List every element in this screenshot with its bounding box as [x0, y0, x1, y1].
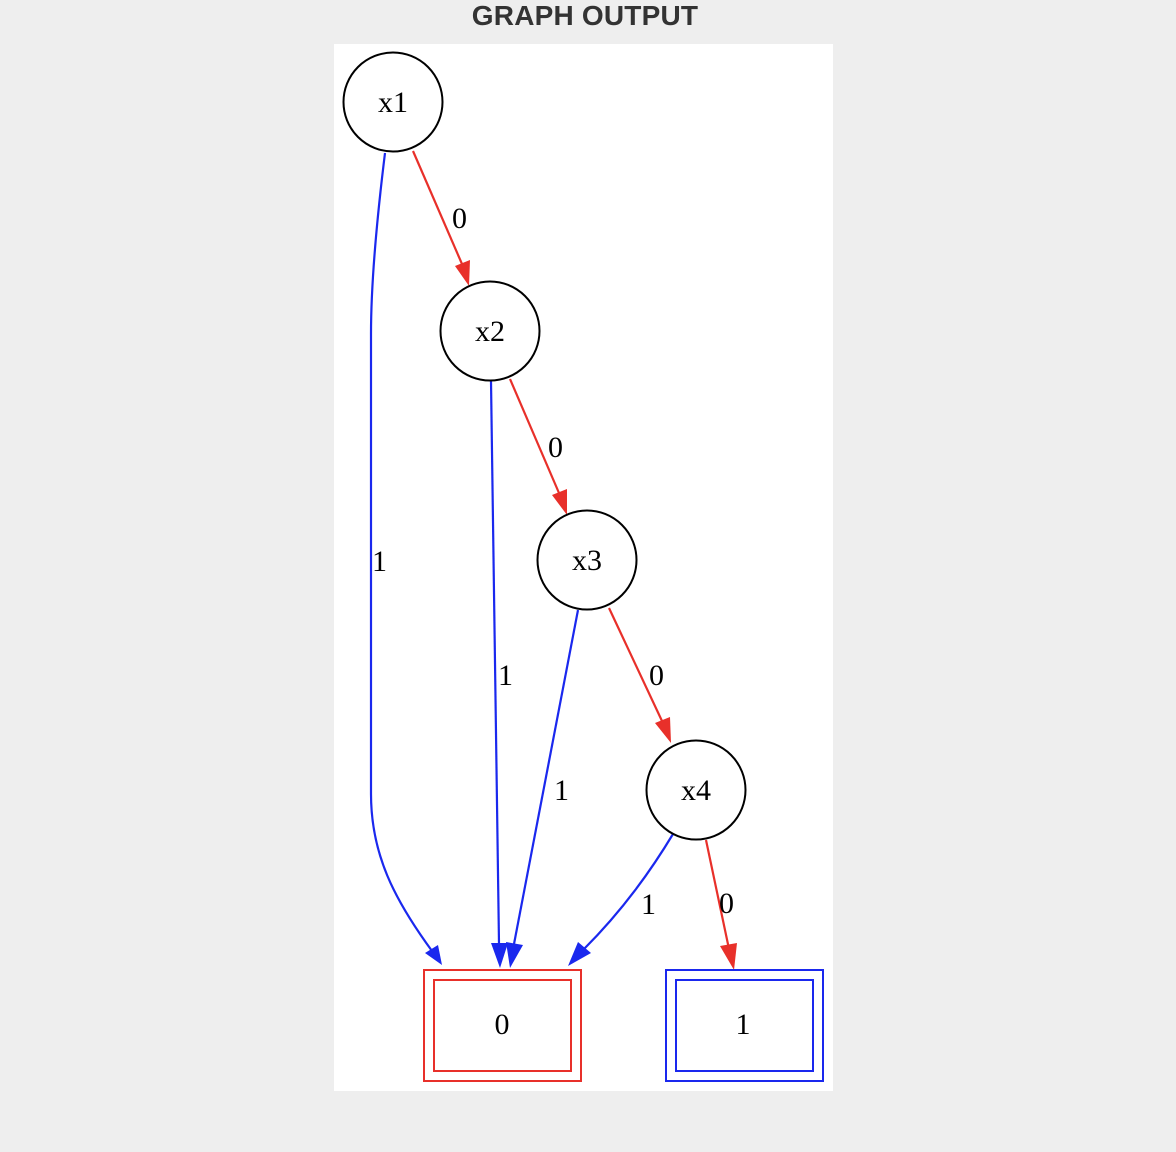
- edge-label-x2-to-0: 1: [498, 659, 513, 692]
- edge-x4-to-0: 1: [568, 833, 674, 966]
- graph-canvas: 1 0 1 0 1 0: [334, 44, 833, 1091]
- node-x1: x1: [342, 51, 444, 153]
- edge-x1-to-x2: 0: [411, 150, 470, 286]
- graph-output-title: GRAPH OUTPUT: [471, 0, 699, 31]
- edge-x2-to-x3: 0: [508, 378, 567, 515]
- edge-x2-to-0: 1: [489, 380, 513, 968]
- node-label-x4: x4: [681, 774, 711, 807]
- edge-label-x1-to-0: 1: [372, 545, 387, 578]
- edge-x1-to-0: 1: [369, 152, 442, 965]
- node-x3: x3: [536, 509, 638, 611]
- node-label-x3: x3: [572, 544, 602, 577]
- edge-x3-to-x4: 0: [608, 607, 671, 743]
- edge-label-x3-to-x4: 0: [649, 659, 664, 692]
- edge-label-x4-to-0: 1: [641, 888, 656, 921]
- node-label-x1: x1: [378, 86, 408, 119]
- edge-label-x4-to-1: 0: [719, 887, 734, 920]
- node-x4: x4: [645, 739, 747, 841]
- edge-label-x3-to-0: 1: [554, 774, 569, 807]
- edge-label-x2-to-x3: 0: [548, 431, 563, 464]
- edge-label-x1-to-x2: 0: [452, 202, 467, 235]
- terminal-label-0: 0: [495, 1008, 510, 1041]
- edge-x3-to-0: 1: [506, 609, 580, 968]
- edge-x4-to-1: 0: [704, 839, 737, 970]
- node-x2: x2: [439, 280, 541, 382]
- terminal-node-0: 0: [423, 969, 582, 1082]
- node-label-x2: x2: [475, 315, 505, 348]
- terminal-node-1: 1: [665, 969, 824, 1082]
- terminal-label-1: 1: [736, 1008, 751, 1041]
- bdd-graph: 1 0 1 0 1 0: [342, 51, 824, 1082]
